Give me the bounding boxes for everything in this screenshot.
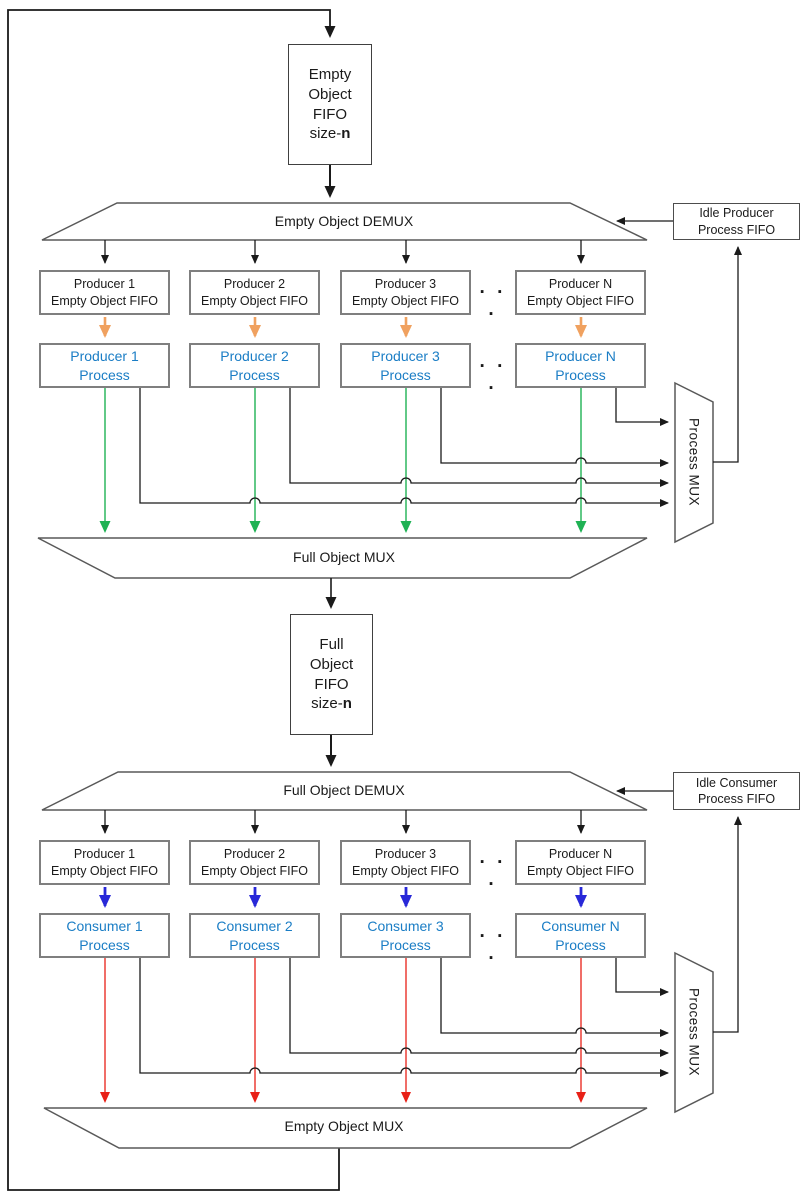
producer-2-process-box: Producer 2 Process	[189, 343, 320, 388]
full-object-mux-label: Full Object MUX	[293, 549, 395, 565]
label-line: Process	[79, 366, 130, 383]
producer-full-object-arrows	[99, 388, 587, 533]
ellipsis: · · ·	[479, 356, 507, 399]
idle-producer-process-fifo-box: Idle Producer Process FIFO	[673, 203, 800, 240]
producer-1-empty-object-fifo-box: Producer 1 Empty Object FIFO	[39, 270, 170, 315]
empty-object-mux-label: Empty Object MUX	[284, 1118, 404, 1134]
consumer-get-full-arrows	[99, 887, 587, 908]
producer-1-process-box: Producer 1 Process	[39, 343, 170, 388]
consumer-2-process-box: Consumer 2 Process	[189, 913, 320, 958]
ellipsis: · · ·	[479, 852, 507, 895]
consumer-3-object-fifo-box: Producer 3 Empty Object FIFO	[340, 840, 471, 885]
label-line: Process	[229, 366, 280, 383]
label-line: Empty Object FIFO	[352, 293, 459, 308]
empty-object-fifo-line3: FIFO	[312, 105, 348, 123]
idle-consumer-process-fifo-box: Idle Consumer Process FIFO	[673, 772, 800, 810]
consumer-1-process-box: Consumer 1 Process	[39, 913, 170, 958]
label-line: Producer 2	[223, 277, 286, 291]
idle-producer-line1: Idle Producer	[699, 206, 774, 220]
full-object-fifo-line2: Object	[309, 655, 354, 673]
label-line: Process	[229, 936, 280, 953]
idle-consumer-line2: Process FIFO	[697, 792, 776, 806]
label-line: Consumer 1	[66, 918, 143, 935]
label-line: Process	[79, 936, 130, 953]
label-line: Empty Object FIFO	[352, 863, 459, 878]
label-line: Consumer 3	[367, 918, 444, 935]
label-line: Process	[380, 936, 431, 953]
consumer-empty-object-arrows	[100, 958, 586, 1103]
consumer-1-object-fifo-box: Producer 1 Empty Object FIFO	[39, 840, 170, 885]
consumer-3-process-box: Consumer 3 Process	[340, 913, 471, 958]
label-line: Empty Object FIFO	[201, 293, 308, 308]
label-line: Empty Object FIFO	[51, 863, 158, 878]
label-line: Process	[555, 366, 606, 383]
label-line: Process	[555, 936, 606, 953]
full-object-fifo-line3: FIFO	[314, 675, 349, 693]
label-line: Empty Object FIFO	[527, 863, 634, 878]
full-object-fifo-line1: Full	[319, 635, 344, 653]
producer-get-empty-arrows	[99, 317, 587, 338]
consumer-n-process-box: Consumer N Process	[515, 913, 646, 958]
spine-wires	[324, 165, 337, 767]
label-line: Producer N	[548, 847, 613, 861]
producer-3-process-box: Producer 3 Process	[340, 343, 471, 388]
empty-object-fifo-line2: Object	[308, 85, 352, 103]
full-object-demux-label: Full Object DEMUX	[283, 782, 405, 798]
producer-process-mux-shape	[674, 381, 714, 544]
empty-object-demux-shape	[41, 202, 648, 241]
producer-n-process-box: Producer N Process	[515, 343, 646, 388]
idle-producer-line2: Process FIFO	[697, 222, 776, 237]
full-demux-fanout-wires	[101, 810, 585, 834]
full-object-fifo-size: size-n	[311, 695, 352, 713]
producer-2-empty-object-fifo-box: Producer 2 Empty Object FIFO	[189, 270, 320, 315]
consumer-2-object-fifo-box: Producer 2 Empty Object FIFO	[189, 840, 320, 885]
ellipsis: · · ·	[479, 282, 507, 325]
label-line: Consumer 2	[216, 918, 293, 935]
label-line: Producer 2	[220, 348, 289, 365]
empty-object-fifo-size: size-n	[309, 125, 351, 143]
label-line: Producer 3	[374, 847, 437, 861]
ellipsis: · · ·	[479, 926, 507, 969]
empty-object-fifo-box: Empty Object FIFO size-n	[288, 44, 372, 165]
label-line: Producer 1	[73, 277, 136, 291]
label-line: Empty Object FIFO	[527, 293, 634, 308]
label-line: Producer 2	[223, 847, 286, 861]
consumer-mux-to-idle-fifo-wire	[713, 816, 742, 1033]
label-line: Producer 3	[371, 348, 440, 365]
producer-3-empty-object-fifo-box: Producer 3 Empty Object FIFO	[340, 270, 471, 315]
empty-object-fifo-line1: Empty	[308, 65, 352, 83]
consumer-n-object-fifo-box: Producer N Empty Object FIFO	[515, 840, 646, 885]
empty-demux-fanout-wires	[101, 240, 585, 264]
producer-process-mux-label: Process MUX	[686, 418, 702, 507]
empty-object-demux-label: Empty Object DEMUX	[274, 213, 414, 229]
full-object-demux-shape	[41, 771, 648, 811]
label-line: Empty Object FIFO	[201, 863, 308, 878]
label-line: Producer N	[545, 348, 616, 365]
label-line: Producer N	[548, 277, 613, 291]
label-line: Consumer N	[541, 918, 620, 935]
idle-consumer-line1: Idle Consumer	[695, 775, 778, 790]
consumer-process-mux-label: Process MUX	[686, 988, 702, 1077]
consumer-process-mux-shape	[674, 951, 714, 1114]
producer-mux-to-idle-fifo-wire	[713, 246, 742, 463]
empty-object-mux-shape	[43, 1107, 648, 1149]
consumer-idle-wires	[139, 958, 669, 1077]
label-line: Producer 1	[70, 348, 139, 365]
label-line: Empty Object FIFO	[51, 293, 158, 308]
label-line: Producer 3	[374, 277, 437, 291]
producer-n-empty-object-fifo-box: Producer N Empty Object FIFO	[515, 270, 646, 315]
full-object-fifo-box: Full Object FIFO size-n	[290, 614, 373, 735]
recycle-loop-wire	[7, 9, 340, 1191]
label-line: Process	[380, 366, 431, 383]
producer-idle-wires	[139, 388, 669, 507]
label-line: Producer 1	[73, 847, 136, 861]
full-object-mux-shape	[37, 537, 648, 579]
